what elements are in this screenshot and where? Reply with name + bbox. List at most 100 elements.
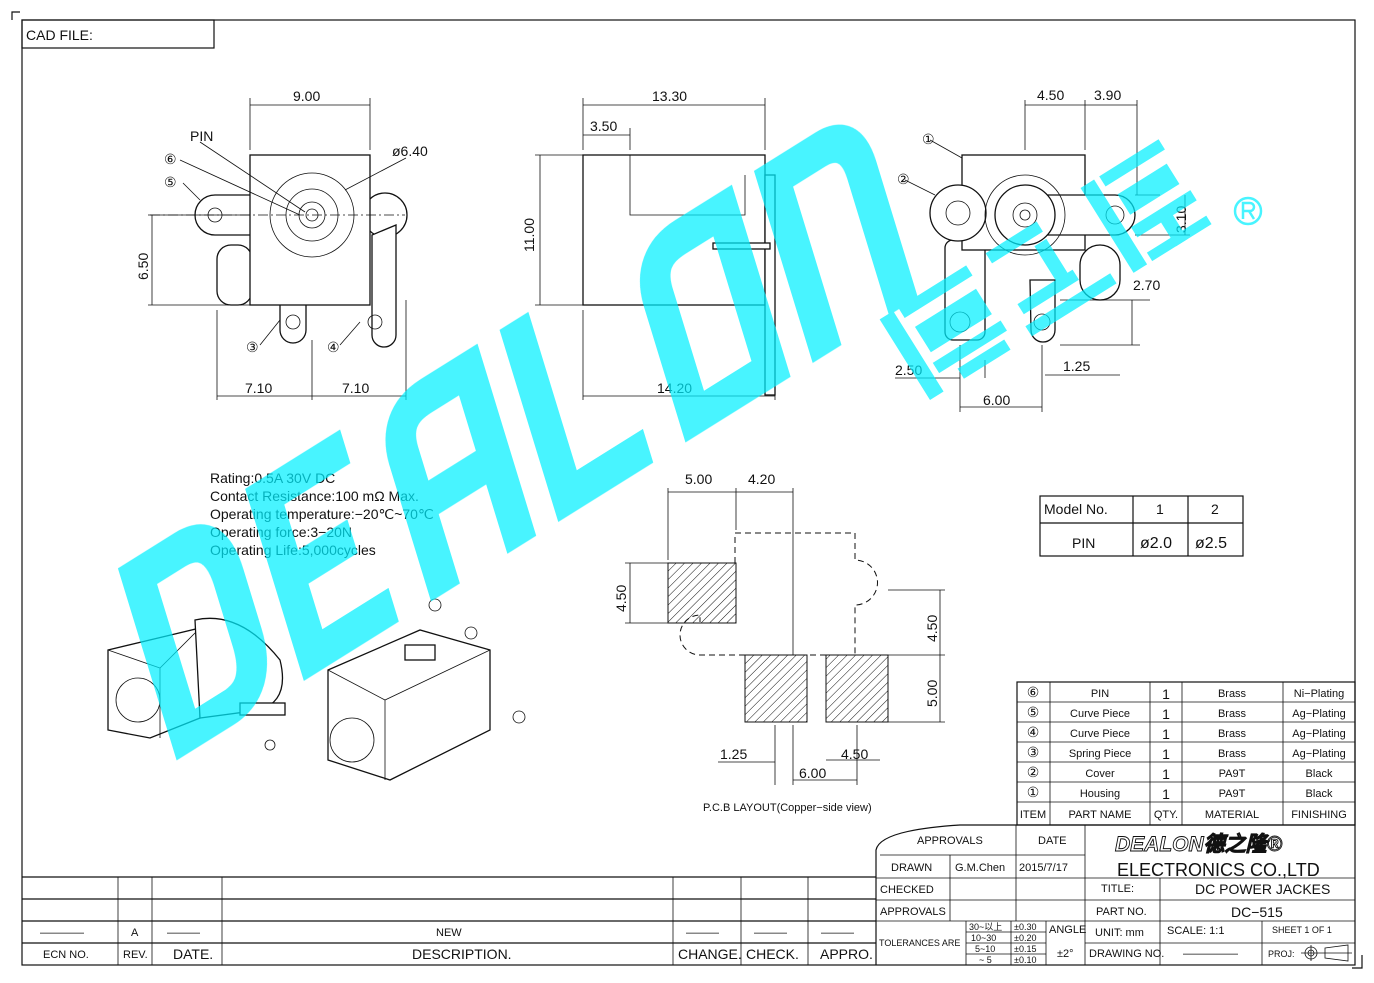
dim-back-g: 6.00 (983, 392, 1010, 408)
parts-header-finishing: FINISHING (1291, 809, 1347, 821)
parts-cell-finishing: Ag−Plating (1292, 728, 1346, 740)
parts-header-item: ITEM (1020, 809, 1046, 821)
spec-line: Contact Resistance:100 mΩ Max. (210, 488, 419, 504)
company-logo: DEALON德之隆® (1115, 832, 1283, 856)
parts-cell-item: ③ (1027, 744, 1040, 760)
approvals-label: APPROVALS (917, 835, 983, 847)
parts-cell-item: ⑤ (1027, 704, 1040, 720)
model-cell: ø2.5 (1195, 535, 1227, 552)
drawing-no-label: DRAWING NO. (1089, 948, 1164, 960)
pcb-caption: P.C.B LAYOUT(Copper−side view) (703, 802, 872, 814)
rev-header-date: DATE. (173, 946, 213, 962)
part-number: DC−515 (1231, 904, 1283, 920)
tolerance-range: 10~30 (971, 933, 996, 943)
checked-label: CHECKED (880, 884, 934, 896)
parts-cell-material: PA9T (1219, 788, 1246, 800)
callout-3: ③ (246, 339, 259, 355)
pcb-dim-right-a: 4.50 (924, 615, 940, 642)
callout-1: ① (922, 131, 935, 147)
model-header: 2 (1211, 501, 1219, 517)
dim-back-d: 2.70 (1133, 277, 1160, 293)
dim-back-a: 4.50 (1037, 87, 1064, 103)
parts-cell-qty: 1 (1162, 766, 1170, 782)
watermark-letter-n (753, 124, 918, 364)
dim-side-height: 11.00 (521, 218, 537, 252)
cad-file-label: CAD FILE: (26, 27, 93, 43)
sheet: SHEET 1 OF 1 (1272, 925, 1332, 935)
model-header: 1 (1156, 501, 1164, 517)
rev-check: ——— (754, 927, 787, 939)
date-label: DATE (1038, 835, 1067, 847)
rev-header-ecn: ECN NO. (43, 949, 89, 961)
drawn-label: DRAWN (891, 862, 932, 874)
parts-cell-finishing: Black (1306, 788, 1333, 800)
parts-cell-qty: 1 (1162, 706, 1170, 722)
unit: UNIT: mm (1095, 927, 1144, 939)
rev-header-rev: REV. (123, 949, 148, 961)
dim-offset: 3.50 (590, 118, 617, 134)
parts-header-qty: QTY. (1154, 809, 1178, 821)
parts-cell-item: ④ (1027, 724, 1040, 740)
rev-header-appro: APPRO. (820, 946, 873, 962)
pcb-dim-bottom-c: 4.50 (841, 746, 868, 762)
dim-back-b: 3.90 (1094, 87, 1121, 103)
watermark-logo (117, 124, 1263, 761)
pcb-dim-right-b: 5.00 (924, 680, 940, 707)
pcb-layout (625, 488, 945, 785)
angle-value: ±2° (1057, 948, 1074, 960)
tolerance-value: ±0.10 (1014, 955, 1036, 965)
tolerance-range: ~ 5 (979, 955, 992, 965)
watermark-letter-d (117, 524, 268, 761)
parts-cell-item: ⑥ (1027, 684, 1040, 700)
projection-label: PROJ: (1268, 949, 1295, 959)
parts-cell-material: Brass (1218, 728, 1247, 740)
parts-cell-material: Brass (1218, 708, 1247, 720)
model-cell: PIN (1072, 535, 1095, 551)
pcb-dim-top-a: 5.00 (685, 471, 712, 487)
parts-cell-name: Spring Piece (1069, 748, 1131, 760)
rev-ecn: ———— (40, 927, 84, 939)
parts-cell-material: Brass (1218, 748, 1247, 760)
parts-cell-qty: 1 (1162, 726, 1170, 742)
tolerance-range: 5~10 (975, 944, 995, 954)
parts-header-name: PART NAME (1069, 809, 1132, 821)
drawing-title: DC POWER JACKES (1195, 881, 1330, 897)
parts-cell-name: Cover (1085, 768, 1115, 780)
drawn-date: 2015/7/17 (1019, 862, 1068, 874)
parts-cell-qty: 1 (1162, 786, 1170, 802)
dim-back-f: 1.25 (1063, 358, 1090, 374)
approvals-label-2: APPROVALS (880, 906, 946, 918)
rev-appro: ——— (821, 927, 854, 939)
pcb-dim-left: 4.50 (613, 585, 629, 612)
pcb-dim-bottom-a: 1.25 (720, 746, 747, 762)
rev-date: ——— (167, 927, 200, 939)
parts-cell-item: ② (1027, 764, 1040, 780)
parts-cell-name: Housing (1080, 788, 1120, 800)
angle-label: ANGLE (1049, 924, 1086, 936)
watermark-cn-glyphs (879, 139, 1212, 400)
callout-5: ⑤ (164, 174, 177, 190)
watermark-letter-e (245, 429, 399, 681)
parts-cell-material: Brass (1218, 688, 1247, 700)
tolerance-value: ±0.30 (1014, 922, 1036, 932)
tolerance-value: ±0.20 (1014, 933, 1036, 943)
rev-description: NEW (436, 927, 462, 939)
dim-right: 7.10 (342, 380, 369, 396)
company-name: ELECTRONICS CO.,LTD (1117, 860, 1320, 880)
parts-cell-finishing: Ni−Plating (1294, 688, 1344, 700)
watermark-letter-a (385, 343, 537, 602)
revision-block (22, 876, 876, 965)
dim-diameter: ø6.40 (392, 143, 428, 159)
spec-line: Operating temperature:−20℃~70℃ (210, 506, 434, 522)
title-block (875, 824, 1355, 965)
callout-4: ④ (327, 339, 340, 355)
dim-length: 13.30 (652, 88, 687, 104)
tolerance-value: ±0.15 (1014, 944, 1036, 954)
rev-header-check: CHECK. (746, 946, 799, 962)
rev-header-change: CHANGE. (678, 946, 742, 962)
watermark-letter-l (499, 311, 654, 522)
dim-width: 9.00 (293, 88, 320, 104)
part-no-label: PART NO. (1096, 906, 1147, 918)
pcb-dim-bottom-b: 6.00 (799, 765, 826, 781)
